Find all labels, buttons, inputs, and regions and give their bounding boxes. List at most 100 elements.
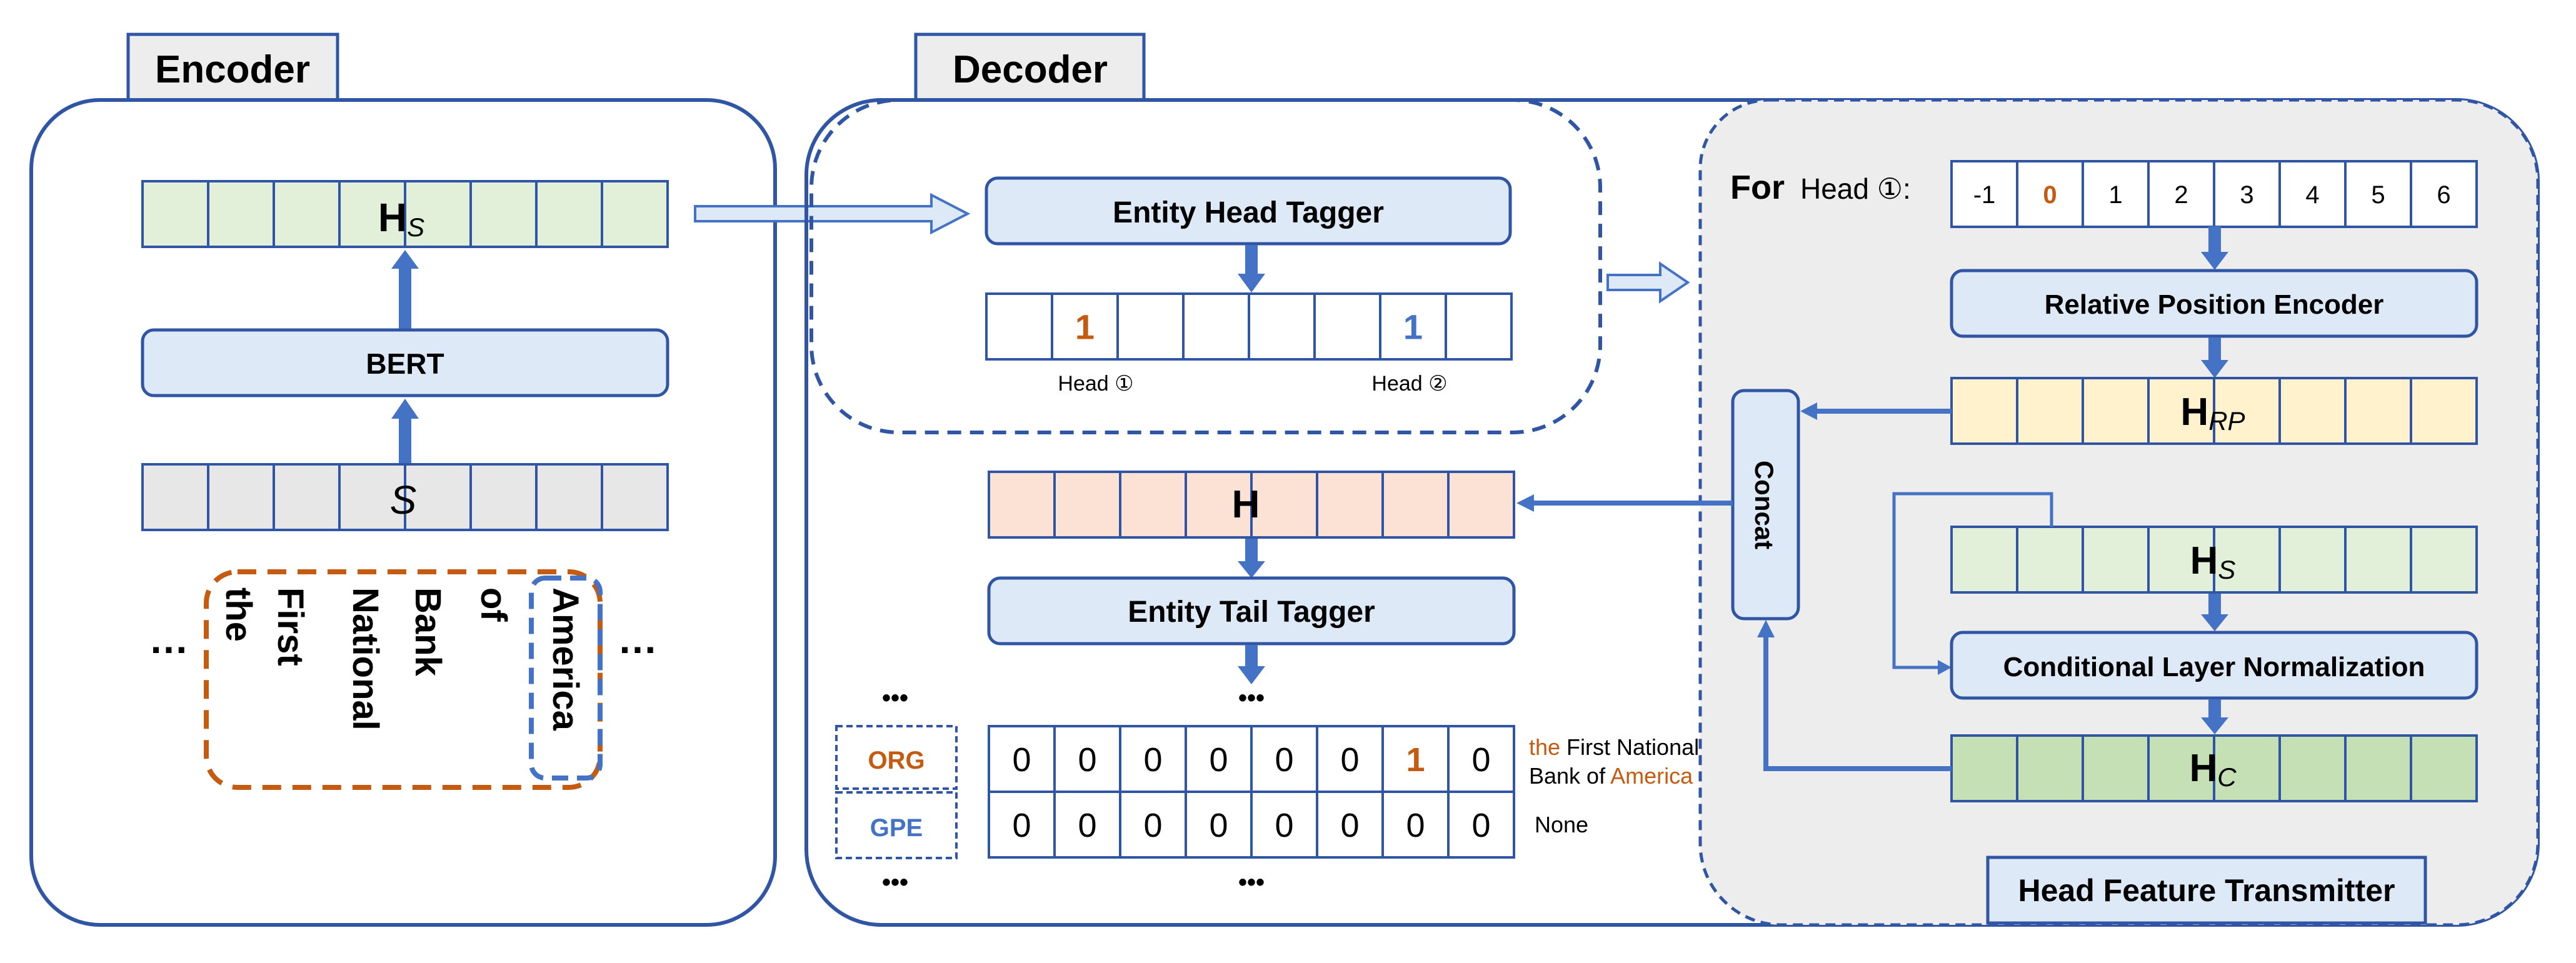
entity-head-tagger-box	[985, 176, 1512, 246]
encoder-s-row	[141, 463, 669, 531]
cln-to-hc-arrowhead	[2201, 717, 2228, 734]
gpe-tail-cell-3	[1185, 791, 1253, 859]
encoder-s-cell-2	[273, 463, 341, 531]
hft-hs-cell-2	[2082, 526, 2150, 594]
h-cell-0	[988, 471, 1056, 539]
hs-bypass-line	[1892, 492, 2053, 669]
gpe-tail-value-0: 0	[1012, 807, 1031, 844]
hrp-cell-3	[2147, 377, 2215, 445]
head-tag-value-6: 1	[1403, 307, 1423, 347]
gpe-tail-value-5: 0	[1340, 807, 1359, 844]
head-tag-cell-4	[1248, 292, 1316, 361]
encoder-s-cell-6	[535, 463, 603, 531]
gpe-tail-value-3: 0	[1209, 807, 1228, 844]
bert-label: BERT	[366, 347, 444, 380]
org-label-box	[835, 725, 958, 790]
encoder-hs-cell-7	[601, 180, 669, 248]
position-value-5: 4	[2305, 181, 2319, 209]
position-value-1: 0	[2043, 181, 2057, 209]
hrp-cell-7	[2410, 377, 2478, 445]
concat-to-h-arrowhead	[1516, 494, 1534, 512]
position-cell-5	[2278, 160, 2347, 228]
concat-label: Concat	[1750, 461, 1779, 549]
type-dots-bottom: •••	[882, 869, 908, 896]
position-value-7: 6	[2437, 181, 2450, 209]
gpe-tail-cell-0	[988, 791, 1056, 859]
encoder-hs-cell-3	[338, 180, 406, 248]
position-cell-7	[2410, 160, 2478, 228]
org-tail-cell-0	[988, 725, 1056, 793]
tail-tagger-arrowhead	[1238, 666, 1265, 684]
hft-hs-cell-3	[2147, 526, 2215, 594]
conditional-layer-normalization-label: Conditional Layer Normalization	[2003, 652, 2425, 682]
head-tag-cell-0	[985, 292, 1053, 361]
head-tag-value-1: 1	[1075, 307, 1095, 347]
h-to-tail-arrowhead	[1238, 561, 1265, 578]
gpe-tail-value-2: 0	[1143, 807, 1162, 844]
org-tail-value-0: 0	[1012, 741, 1031, 779]
hft-head-label: Head ①:	[1800, 172, 1911, 205]
hc-cell-6	[2344, 734, 2412, 802]
conditional-layer-normalization-box	[1950, 631, 2478, 700]
hft-for-label: For	[1730, 169, 1785, 206]
encoder-s-cell-7	[601, 463, 669, 531]
hft-hs-cell-7	[2410, 526, 2478, 594]
hs-to-cln-arrowhead	[2201, 614, 2228, 631]
hrp-cell-0	[1950, 377, 2018, 445]
hrp-label: HRP	[2180, 391, 2245, 436]
entity-tail-tagger-box	[987, 576, 1516, 646]
gpe-label: GPE	[870, 814, 923, 842]
hrp-cell-5	[2278, 377, 2347, 445]
input-span-dashed-box	[204, 569, 603, 790]
encoder-ellipsis-left: …	[149, 617, 189, 662]
head-to-hft-arrow	[1606, 261, 1690, 304]
position-cell-1	[2016, 160, 2084, 228]
hs-bypass-arrowhead	[1938, 660, 1952, 675]
encoder-hs-cell-4	[404, 180, 472, 248]
h-cell-4	[1250, 471, 1318, 539]
position-cell-4	[2213, 160, 2281, 228]
org-tail-cell-3	[1185, 725, 1253, 793]
head1-label: Head ①	[1058, 372, 1133, 396]
gpe-tail-value-1: 0	[1078, 807, 1096, 844]
gpe-tail-cell-4	[1250, 791, 1318, 859]
entity-head-tagger-label: Entity Head Tagger	[1113, 196, 1384, 229]
head-tagger-arrowhead	[1238, 274, 1265, 292]
input-words: the First National Bank of America	[218, 587, 586, 731]
hrp-cell-4	[2213, 377, 2281, 445]
encoder-frame	[29, 98, 777, 927]
hft-hs-row	[1950, 526, 2478, 594]
head-tagging-region	[809, 98, 1602, 434]
relative-position-encoder-box	[1950, 269, 2478, 338]
hc-cell-4	[2213, 734, 2281, 802]
encoder-hs-cell-6	[535, 180, 603, 248]
hft-hs-cell-4	[2213, 526, 2281, 594]
h-cell-1	[1053, 471, 1121, 539]
gpe-tail-value-6: 0	[1406, 807, 1425, 844]
h-label: H	[1232, 483, 1260, 526]
position-value-4: 3	[2240, 181, 2253, 209]
position-value-2: 1	[2108, 181, 2122, 209]
word-of: of	[473, 587, 514, 622]
hft-hs-cell-1	[2016, 526, 2084, 594]
position-value-3: 2	[2174, 181, 2188, 209]
h-row	[988, 471, 1515, 539]
hft-title-box	[1986, 856, 2427, 925]
head-tag-cell-7	[1445, 292, 1513, 361]
encoder-s-cell-1	[207, 463, 275, 531]
h-cell-7	[1447, 471, 1515, 539]
bert-box	[141, 328, 669, 397]
word-first: First	[270, 587, 311, 666]
position-cell-3	[2147, 160, 2215, 228]
hrp-row	[1950, 377, 2478, 445]
hc-cell-5	[2278, 734, 2347, 802]
s-to-bert-arrowhead	[391, 399, 419, 419]
h-cell-2	[1119, 471, 1187, 539]
pos-to-rpe-arrowhead	[2201, 252, 2228, 270]
